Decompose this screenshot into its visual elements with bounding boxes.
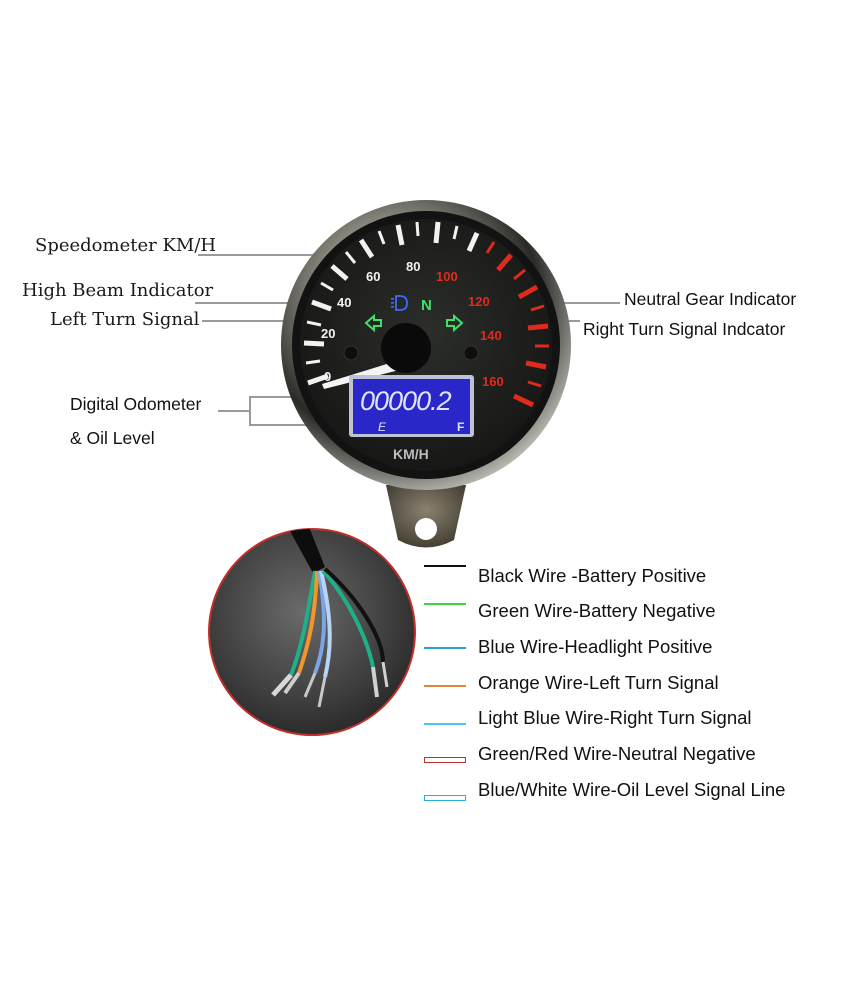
callout-odometer: Digital Odometer — [70, 394, 202, 414]
legend-item-orange: Orange Wire-Left Turn Signal — [424, 672, 844, 694]
mounting-bracket — [386, 485, 466, 548]
fuel-full-label: F — [457, 420, 464, 434]
callout-high-beam: High Beam Indicator — [22, 280, 214, 301]
legend-item-light-blue: Light Blue Wire-Right Turn Signal — [424, 707, 844, 729]
legend-label: Green/Red Wire-Neutral Negative — [478, 743, 756, 764]
red-ticks — [485, 241, 549, 408]
blue-wire-swatch — [424, 647, 466, 649]
tick-label-140: 140 — [480, 328, 502, 343]
tick-label-0: 0 — [324, 369, 331, 384]
callout-speedometer: Speedometer KM/H — [35, 235, 217, 256]
bracket-hole — [415, 518, 437, 540]
speed-numbers: 0 20 40 60 80 100 120 140 160 — [321, 259, 504, 389]
legend-label: Green Wire-Battery Negative — [478, 600, 716, 621]
callout-left-turn: Left Turn Signal — [50, 309, 200, 330]
left-turn-arrow-icon — [364, 313, 382, 333]
odometer-readout: 00000.2 — [360, 386, 452, 416]
neutral-indicator: N — [421, 297, 432, 314]
needle-hub — [381, 323, 431, 373]
leader-odometer-bracket — [249, 396, 251, 425]
wire-photo — [207, 527, 417, 737]
gauge-svg: 0 20 40 60 80 100 120 140 160 N 00000 — [281, 200, 571, 548]
tick-label-80: 80 — [406, 259, 420, 274]
lcd-screen — [353, 379, 470, 434]
tick-label-20: 20 — [321, 326, 335, 341]
unit-label: KM/H — [393, 446, 429, 462]
legend-label: Orange Wire-Left Turn Signal — [478, 672, 719, 693]
tick-label-120: 120 — [468, 294, 490, 309]
green-red-wire-swatch — [424, 757, 466, 763]
blue-white-wire-swatch — [424, 795, 466, 801]
screw-right-icon — [463, 345, 479, 361]
tick-label-100: 100 — [436, 269, 458, 284]
speedometer-gauge: 0 20 40 60 80 100 120 140 160 N 00000 — [276, 195, 576, 555]
legend-item-blue: Blue Wire-Headlight Positive — [424, 636, 844, 658]
tick-label-60: 60 — [366, 269, 380, 284]
wire-harness-illustration — [208, 528, 416, 736]
screw-left-icon — [343, 345, 359, 361]
green-wire-swatch — [424, 603, 466, 605]
light-blue-wire-swatch — [424, 723, 466, 725]
legend-label: Blue/White Wire-Oil Level Signal Line — [478, 779, 786, 800]
tick-label-160: 160 — [482, 374, 504, 389]
legend-item-green-red: Green/Red Wire-Neutral Negative — [424, 743, 844, 765]
legend-label: Light Blue Wire-Right Turn Signal — [478, 707, 752, 728]
legend-label: Black Wire -Battery Positive — [478, 565, 707, 586]
black-wire-swatch — [424, 565, 466, 567]
leader-odometer-stub — [218, 410, 250, 412]
legend-item-blue-white: Blue/White Wire-Oil Level Signal Line — [424, 779, 844, 801]
callout-neutral: Neutral Gear Indicator — [624, 289, 797, 309]
legend-item-black: Black Wire -Battery Positive — [424, 565, 844, 587]
leader-speedometer — [198, 254, 390, 256]
high-beam-icon — [391, 295, 408, 311]
right-turn-arrow-icon — [446, 313, 464, 333]
tick-label-40: 40 — [337, 295, 351, 310]
callout-right-turn: Right Turn Signal Indcator — [583, 319, 786, 339]
callout-oil-level: & Oil Level — [70, 428, 155, 448]
white-ticks — [303, 221, 480, 386]
fuel-empty-label: E — [378, 420, 387, 434]
legend-item-green: Green Wire-Battery Negative — [424, 600, 844, 622]
orange-wire-swatch — [424, 685, 466, 687]
legend-label: Blue Wire-Headlight Positive — [478, 636, 713, 657]
